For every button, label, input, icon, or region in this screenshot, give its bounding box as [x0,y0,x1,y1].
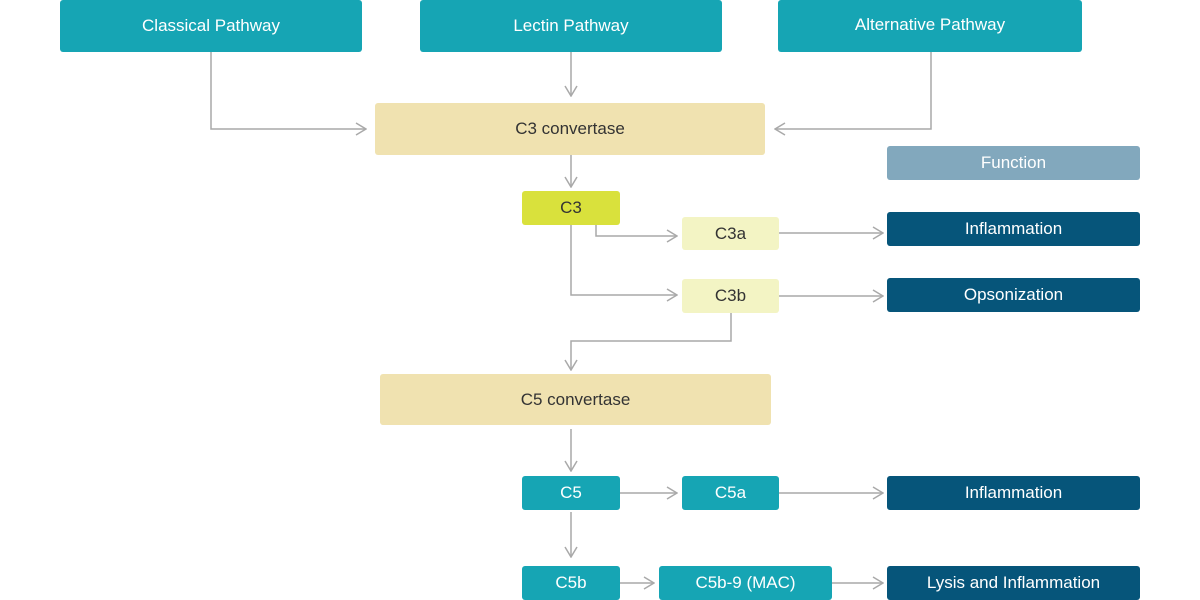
lysis-and-inflammation-box: Lysis and Inflammation [887,566,1140,600]
arrow-c3b-to-c5-convertase [571,313,732,370]
inflammation-c3a-box: Inflammation [887,212,1140,246]
c5b-9-mac-box: C5b-9 (MAC) [659,566,832,600]
lectin-pathway-box: Lectin Pathway [420,0,722,52]
c3a-box: C3a [682,217,779,250]
c5-box: C5 [522,476,620,510]
function-header: Function [887,146,1140,180]
c5a-box: C5a [682,476,779,510]
c5b-box: C5b [522,566,620,600]
c3-convertase-box: C3 convertase [375,103,765,155]
arrow-c3-to-c3a [595,224,677,236]
c3-box: C3 [522,191,620,225]
alternative-pathway-box: Alternative Pathway [778,0,1082,52]
arrow-alternative-to-c3-convertase [775,52,932,129]
c5-convertase-box: C5 convertase [380,374,771,425]
classical-pathway-box: Classical Pathway [60,0,362,52]
opsonization-box: Opsonization [887,278,1140,312]
inflammation-c5a-box: Inflammation [887,476,1140,510]
c3b-box: C3b [682,279,779,313]
arrow-c3-to-c3b [570,224,677,295]
arrow-classical-to-c3-convertase [210,52,366,129]
